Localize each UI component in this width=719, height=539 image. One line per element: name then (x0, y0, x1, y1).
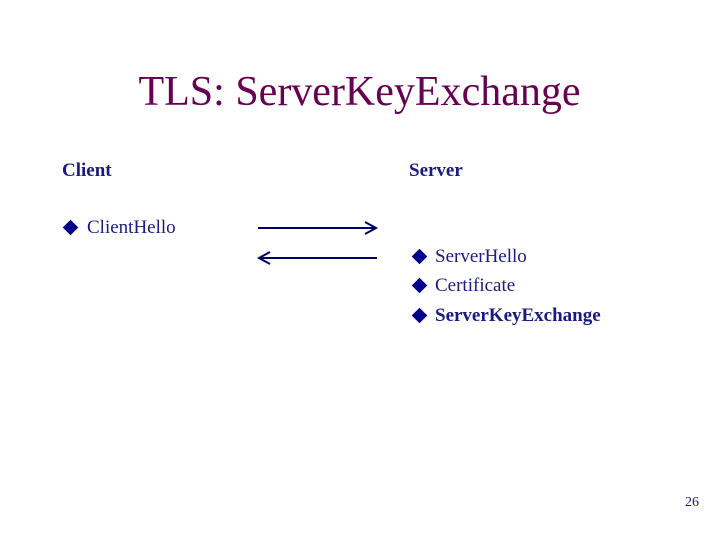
diamond-bullet-icon (62, 219, 79, 236)
client-column-heading: Client (62, 160, 112, 181)
server-column-heading: Server (409, 160, 463, 181)
arrow-left-icon (256, 251, 377, 265)
client-message-clienthello: ClientHello (87, 217, 176, 238)
server-message-serverkeyexchange: ServerKeyExchange (435, 305, 601, 326)
arrow-right-icon (258, 221, 379, 235)
server-message-certificate: Certificate (435, 275, 516, 296)
message-arrows (256, 221, 379, 265)
server-message-serverhello: ServerHello (435, 246, 527, 267)
slide-title: TLS: ServerKeyExchange (138, 69, 581, 115)
diamond-bullet-icon (411, 248, 428, 265)
diamond-bullet-icon (411, 307, 428, 324)
page-number: 26 (685, 495, 699, 510)
diamond-bullet-icon (411, 277, 428, 294)
